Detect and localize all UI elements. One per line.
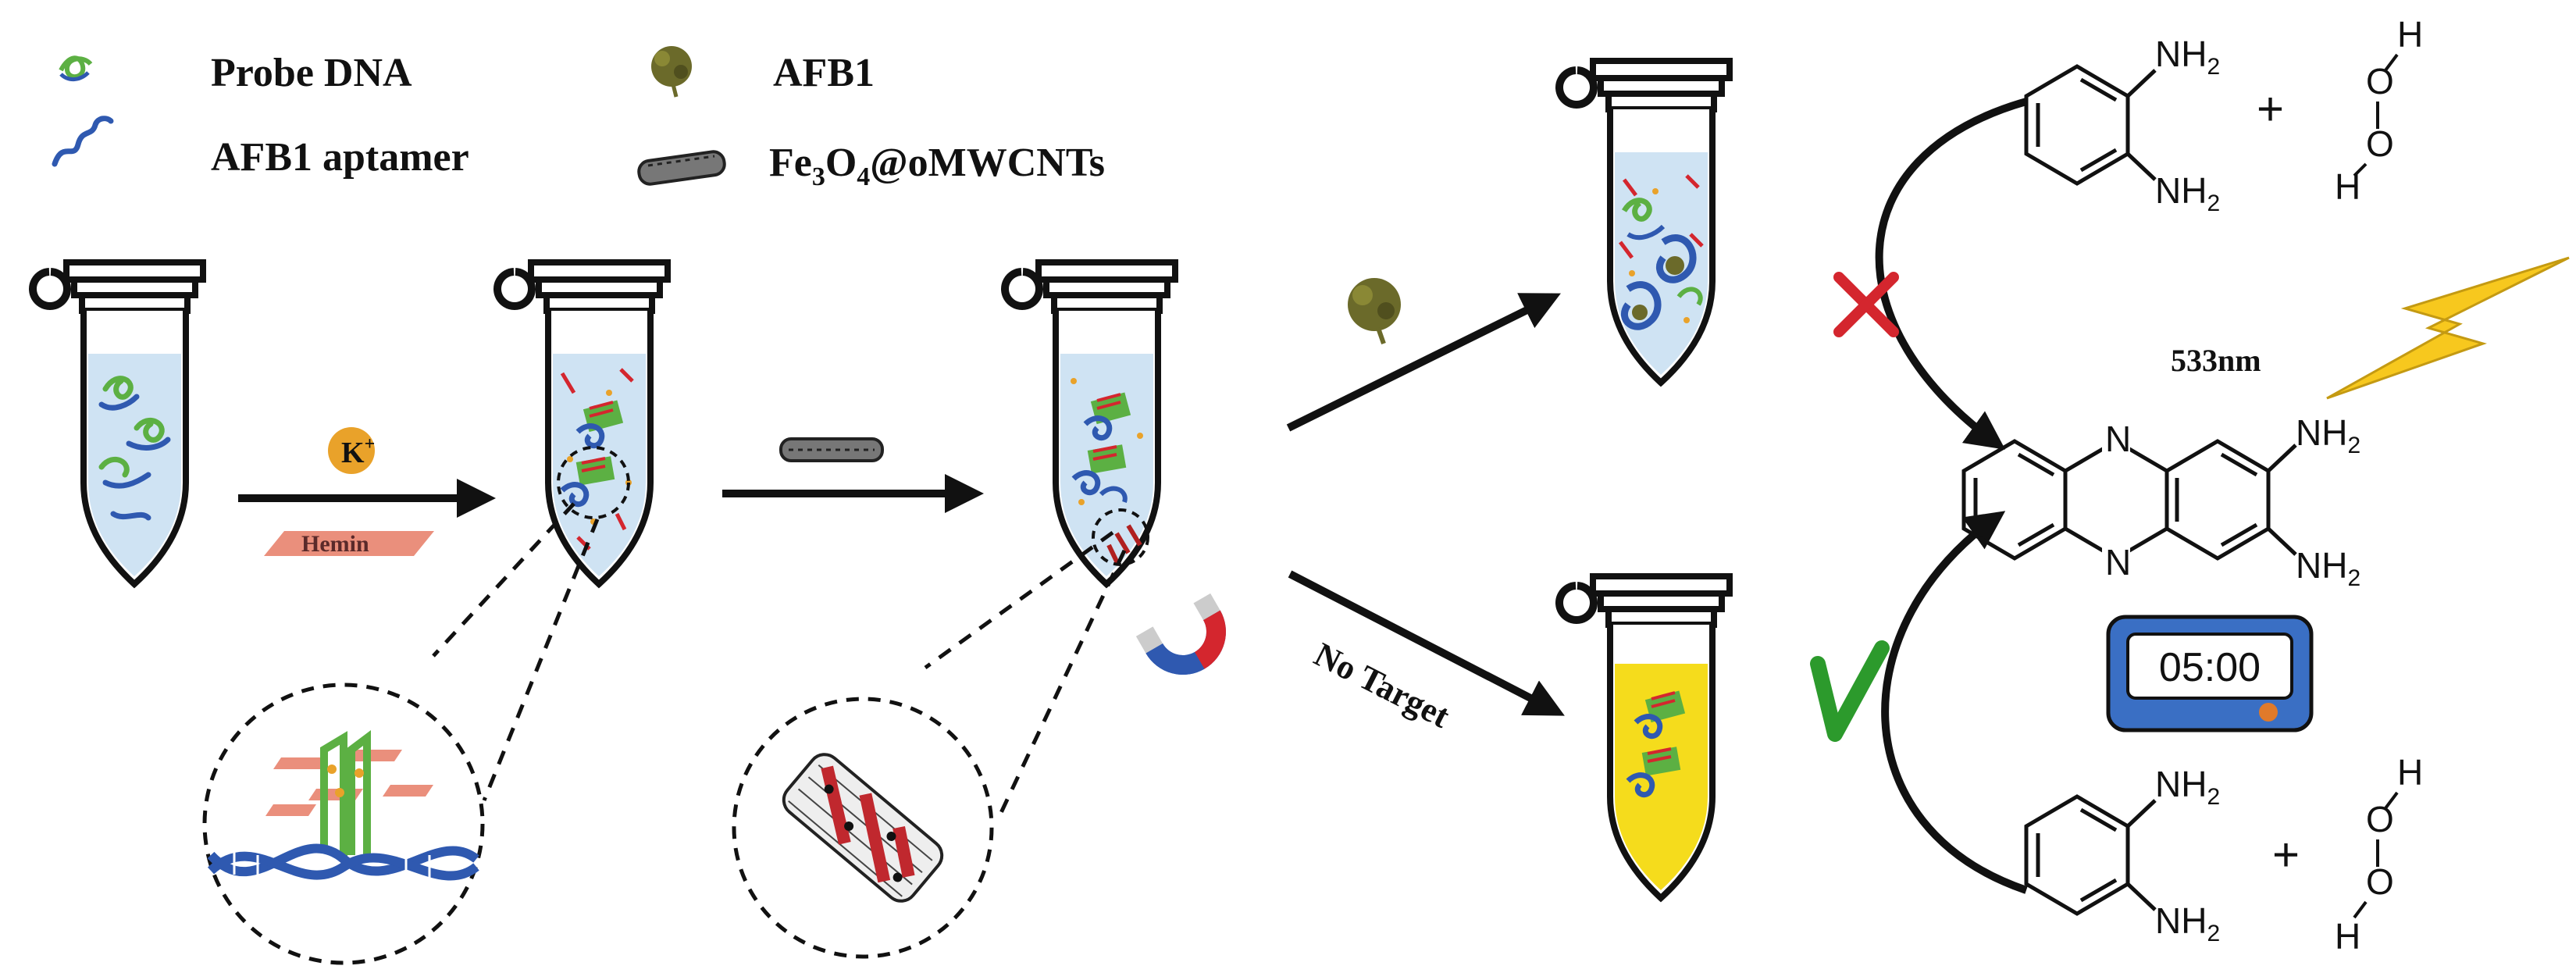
- dap-molecule: N N NH2 NH2: [1961, 412, 2360, 591]
- tube-initial: [33, 262, 203, 584]
- opd-molecule-top: NH2 NH2: [2024, 34, 2220, 216]
- tube-with-target: [1559, 61, 1730, 383]
- afb1-icon: [651, 46, 692, 98]
- amine-label: NH2: [2296, 545, 2360, 591]
- hemin-label: Hemin: [301, 531, 369, 557]
- hydrogen-label: H: [2397, 14, 2423, 55]
- peroxide-molecule-bottom: H O O H: [2335, 752, 2423, 957]
- legend: Probe DNA AFB1 aptamer AFB1 Fe3O4@oMWCNT…: [52, 46, 1105, 191]
- probe-dna-strands: [98, 376, 171, 521]
- amine-label: NH2: [2155, 764, 2220, 810]
- magnet-icon: [1135, 593, 1226, 675]
- hydrogen-label: H: [2335, 916, 2360, 957]
- check-icon: [1810, 640, 1890, 742]
- lightning-icon: [2326, 256, 2570, 400]
- nitrogen-label: N: [2105, 542, 2131, 583]
- tube-no-target: [1559, 576, 1730, 898]
- nanotube-reagent-icon: [779, 437, 884, 462]
- amine-label: NH2: [2155, 170, 2220, 216]
- peroxide-molecule-top: H O O H: [2335, 14, 2423, 207]
- potassium-label: K+: [341, 434, 375, 469]
- wavelength-label: 533nm: [2171, 343, 2261, 378]
- oxygen-label: O: [2366, 861, 2394, 902]
- afb1-target-icon: [1348, 278, 1401, 344]
- zoom-g-quadruplex: [202, 502, 600, 965]
- timer-icon: 05:00: [2106, 615, 2314, 732]
- legend-afb1-label: AFB1: [773, 51, 875, 95]
- nanotube-icon: [637, 150, 726, 186]
- hemin-icon: [264, 531, 434, 556]
- reaction-arrow-active: [1881, 511, 2028, 894]
- amine-label: NH2: [2155, 900, 2220, 946]
- plus-sign: +: [2272, 829, 2300, 881]
- aptamer-icon: [52, 116, 114, 167]
- hydrogen-label: H: [2397, 752, 2423, 793]
- g-quadruplex-complex-2: [560, 456, 615, 508]
- amine-label: NH2: [2296, 412, 2360, 458]
- oxygen-label: O: [2366, 123, 2394, 164]
- opd-molecule-bottom: NH2 NH2: [2024, 764, 2220, 946]
- no-target-arrow: No Target: [1288, 570, 1565, 736]
- amine-label: NH2: [2155, 34, 2220, 80]
- step-arrow-1: K+ Hemin: [238, 427, 496, 557]
- legend-probe-dna-label: Probe DNA: [211, 51, 412, 95]
- nitrogen-label: N: [2105, 419, 2131, 459]
- step-arrow-2: [722, 437, 984, 513]
- tube-magnetic: [1005, 262, 1175, 584]
- legend-nanotube-label: Fe3O4@oMWCNTs: [769, 141, 1105, 191]
- cross-icon: [1833, 272, 1899, 337]
- plus-sign: +: [2257, 83, 2284, 135]
- timer-display: 05:00: [2159, 645, 2261, 690]
- g-quadruplex-complex-1: [575, 400, 624, 449]
- zoom-nanotube: [732, 530, 1127, 959]
- reaction-arrow-blocked: [1875, 98, 2028, 450]
- target-arrow: [1286, 278, 1561, 432]
- potassium-ion-icon: [328, 427, 375, 474]
- legend-aptamer-label: AFB1 aptamer: [211, 135, 469, 180]
- probe-dna-icon: [59, 55, 93, 81]
- tube-complex: [497, 262, 668, 584]
